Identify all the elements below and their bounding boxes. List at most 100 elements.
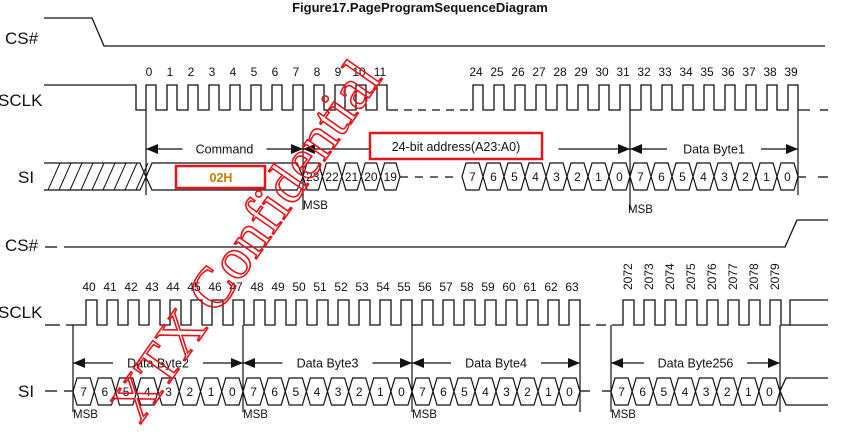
address-label-highlight <box>368 131 544 161</box>
data-byte1-span: Data Byte1 <box>630 143 798 157</box>
bit-label: 3 <box>721 170 728 184</box>
si-label: SI <box>18 382 34 401</box>
clock-number-label: 2072 <box>621 263 635 290</box>
clock-number-label: 57 <box>439 280 453 294</box>
confidential-watermark: XTX Confidential <box>97 48 393 432</box>
clock-number-label: 62 <box>544 280 558 294</box>
bit-label: 3 <box>553 170 560 184</box>
bit-label: 20 <box>364 170 378 184</box>
bit-label: 1 <box>763 170 770 184</box>
sclk-label: SCLK <box>0 303 43 322</box>
arrow-right-icon <box>568 358 580 368</box>
bit-label: 3 <box>503 385 510 399</box>
msb-label: MSB <box>628 204 653 216</box>
clock-number-label: 2 <box>188 65 195 79</box>
data-byte-span: Data Byte256 <box>611 357 780 371</box>
bit-label: 0 <box>616 170 623 184</box>
bit-label: 7 <box>80 385 87 399</box>
cs-label: CS# <box>5 29 39 48</box>
clock-number-label: 28 <box>553 65 567 79</box>
clock-number-label: 42 <box>124 280 138 294</box>
bit-label: 2 <box>574 170 581 184</box>
bit-label: 0 <box>229 385 236 399</box>
bit-label: 7 <box>469 170 476 184</box>
sclk-waveform <box>44 84 398 111</box>
hatch-line <box>69 162 83 191</box>
bit-label: 0 <box>784 170 791 184</box>
bit-label: 7 <box>250 385 257 399</box>
clock-number-label: 6 <box>272 65 279 79</box>
cs-label: CS# <box>5 236 39 255</box>
bit-label: 5 <box>461 385 468 399</box>
bit-label: 1 <box>745 385 752 399</box>
si-label: SI <box>18 168 34 187</box>
clock-number-label: 61 <box>523 280 537 294</box>
bit-label: 4 <box>700 170 707 184</box>
clock-number-label: 26 <box>511 65 525 79</box>
clock-number-label: 35 <box>700 65 714 79</box>
bit-label: 0 <box>566 385 573 399</box>
bit-label: 5 <box>679 170 686 184</box>
span-label: Data Byte4 <box>465 357 527 371</box>
clock-number-label: 4 <box>230 65 237 79</box>
bit-label: 7 <box>618 385 625 399</box>
clock-number-label: 41 <box>103 280 117 294</box>
msb-label: MSB <box>611 409 636 421</box>
arrow-left-icon <box>73 358 85 368</box>
hatch-line <box>58 162 72 191</box>
clock-number-label: 39 <box>784 65 798 79</box>
hatch-line <box>91 162 105 191</box>
clock-number-label: 2078 <box>747 263 761 290</box>
bit-label: 3 <box>335 385 342 399</box>
clock-number-label: 36 <box>721 65 735 79</box>
clock-number-label: 40 <box>82 280 96 294</box>
arrow-left-icon <box>243 358 255 368</box>
clock-number-label: 24 <box>469 65 483 79</box>
bit-label: 3 <box>703 385 710 399</box>
sclk-waveform <box>470 84 810 111</box>
arrow-right-icon <box>400 358 412 368</box>
clock-number-label: 1 <box>167 65 174 79</box>
address-span <box>303 144 630 154</box>
clock-number-label: 8 <box>314 65 321 79</box>
arrow-left-icon <box>611 358 623 368</box>
data-byte-span: Data Byte4 <box>412 357 580 371</box>
span-label: Data Byte2 <box>127 357 189 371</box>
figure-title: Figure17.PageProgramSequenceDiagram <box>292 0 548 15</box>
bit-label: 2 <box>524 385 531 399</box>
si-tail-high <box>779 377 828 392</box>
clock-number-label: 7 <box>293 65 300 79</box>
command-value-highlight <box>174 164 267 190</box>
bit-label: 7 <box>419 385 426 399</box>
bit-label: 2 <box>742 170 749 184</box>
bit-label: 6 <box>639 385 646 399</box>
bit-label: 4 <box>682 385 689 399</box>
clock-number-label: 54 <box>376 280 390 294</box>
arrow-right-icon <box>618 144 630 154</box>
clock-number-label: 31 <box>616 65 630 79</box>
hatch-line <box>47 162 61 191</box>
hatch-line <box>124 162 138 191</box>
arrow-right-icon <box>291 144 303 154</box>
sclk-waveform <box>66 299 590 326</box>
bit-label: 4 <box>482 385 489 399</box>
arrow-left-icon <box>146 144 158 154</box>
msb-label: MSB <box>73 409 98 421</box>
clock-number-label: 38 <box>763 65 777 79</box>
arrow-left-icon <box>630 144 642 154</box>
bit-label: 6 <box>490 170 497 184</box>
si-dont-care <box>44 162 149 191</box>
sclk-label: SCLK <box>0 91 43 110</box>
hatch-line <box>135 162 149 191</box>
span-label: Data Byte1 <box>683 143 745 157</box>
clock-number-label: 2074 <box>663 263 677 290</box>
bit-label: 1 <box>545 385 552 399</box>
arrow-right-icon <box>231 358 243 368</box>
clock-number-label: 45 <box>187 280 201 294</box>
clock-number-label: 9 <box>335 65 342 79</box>
clock-number-label: 27 <box>532 65 546 79</box>
